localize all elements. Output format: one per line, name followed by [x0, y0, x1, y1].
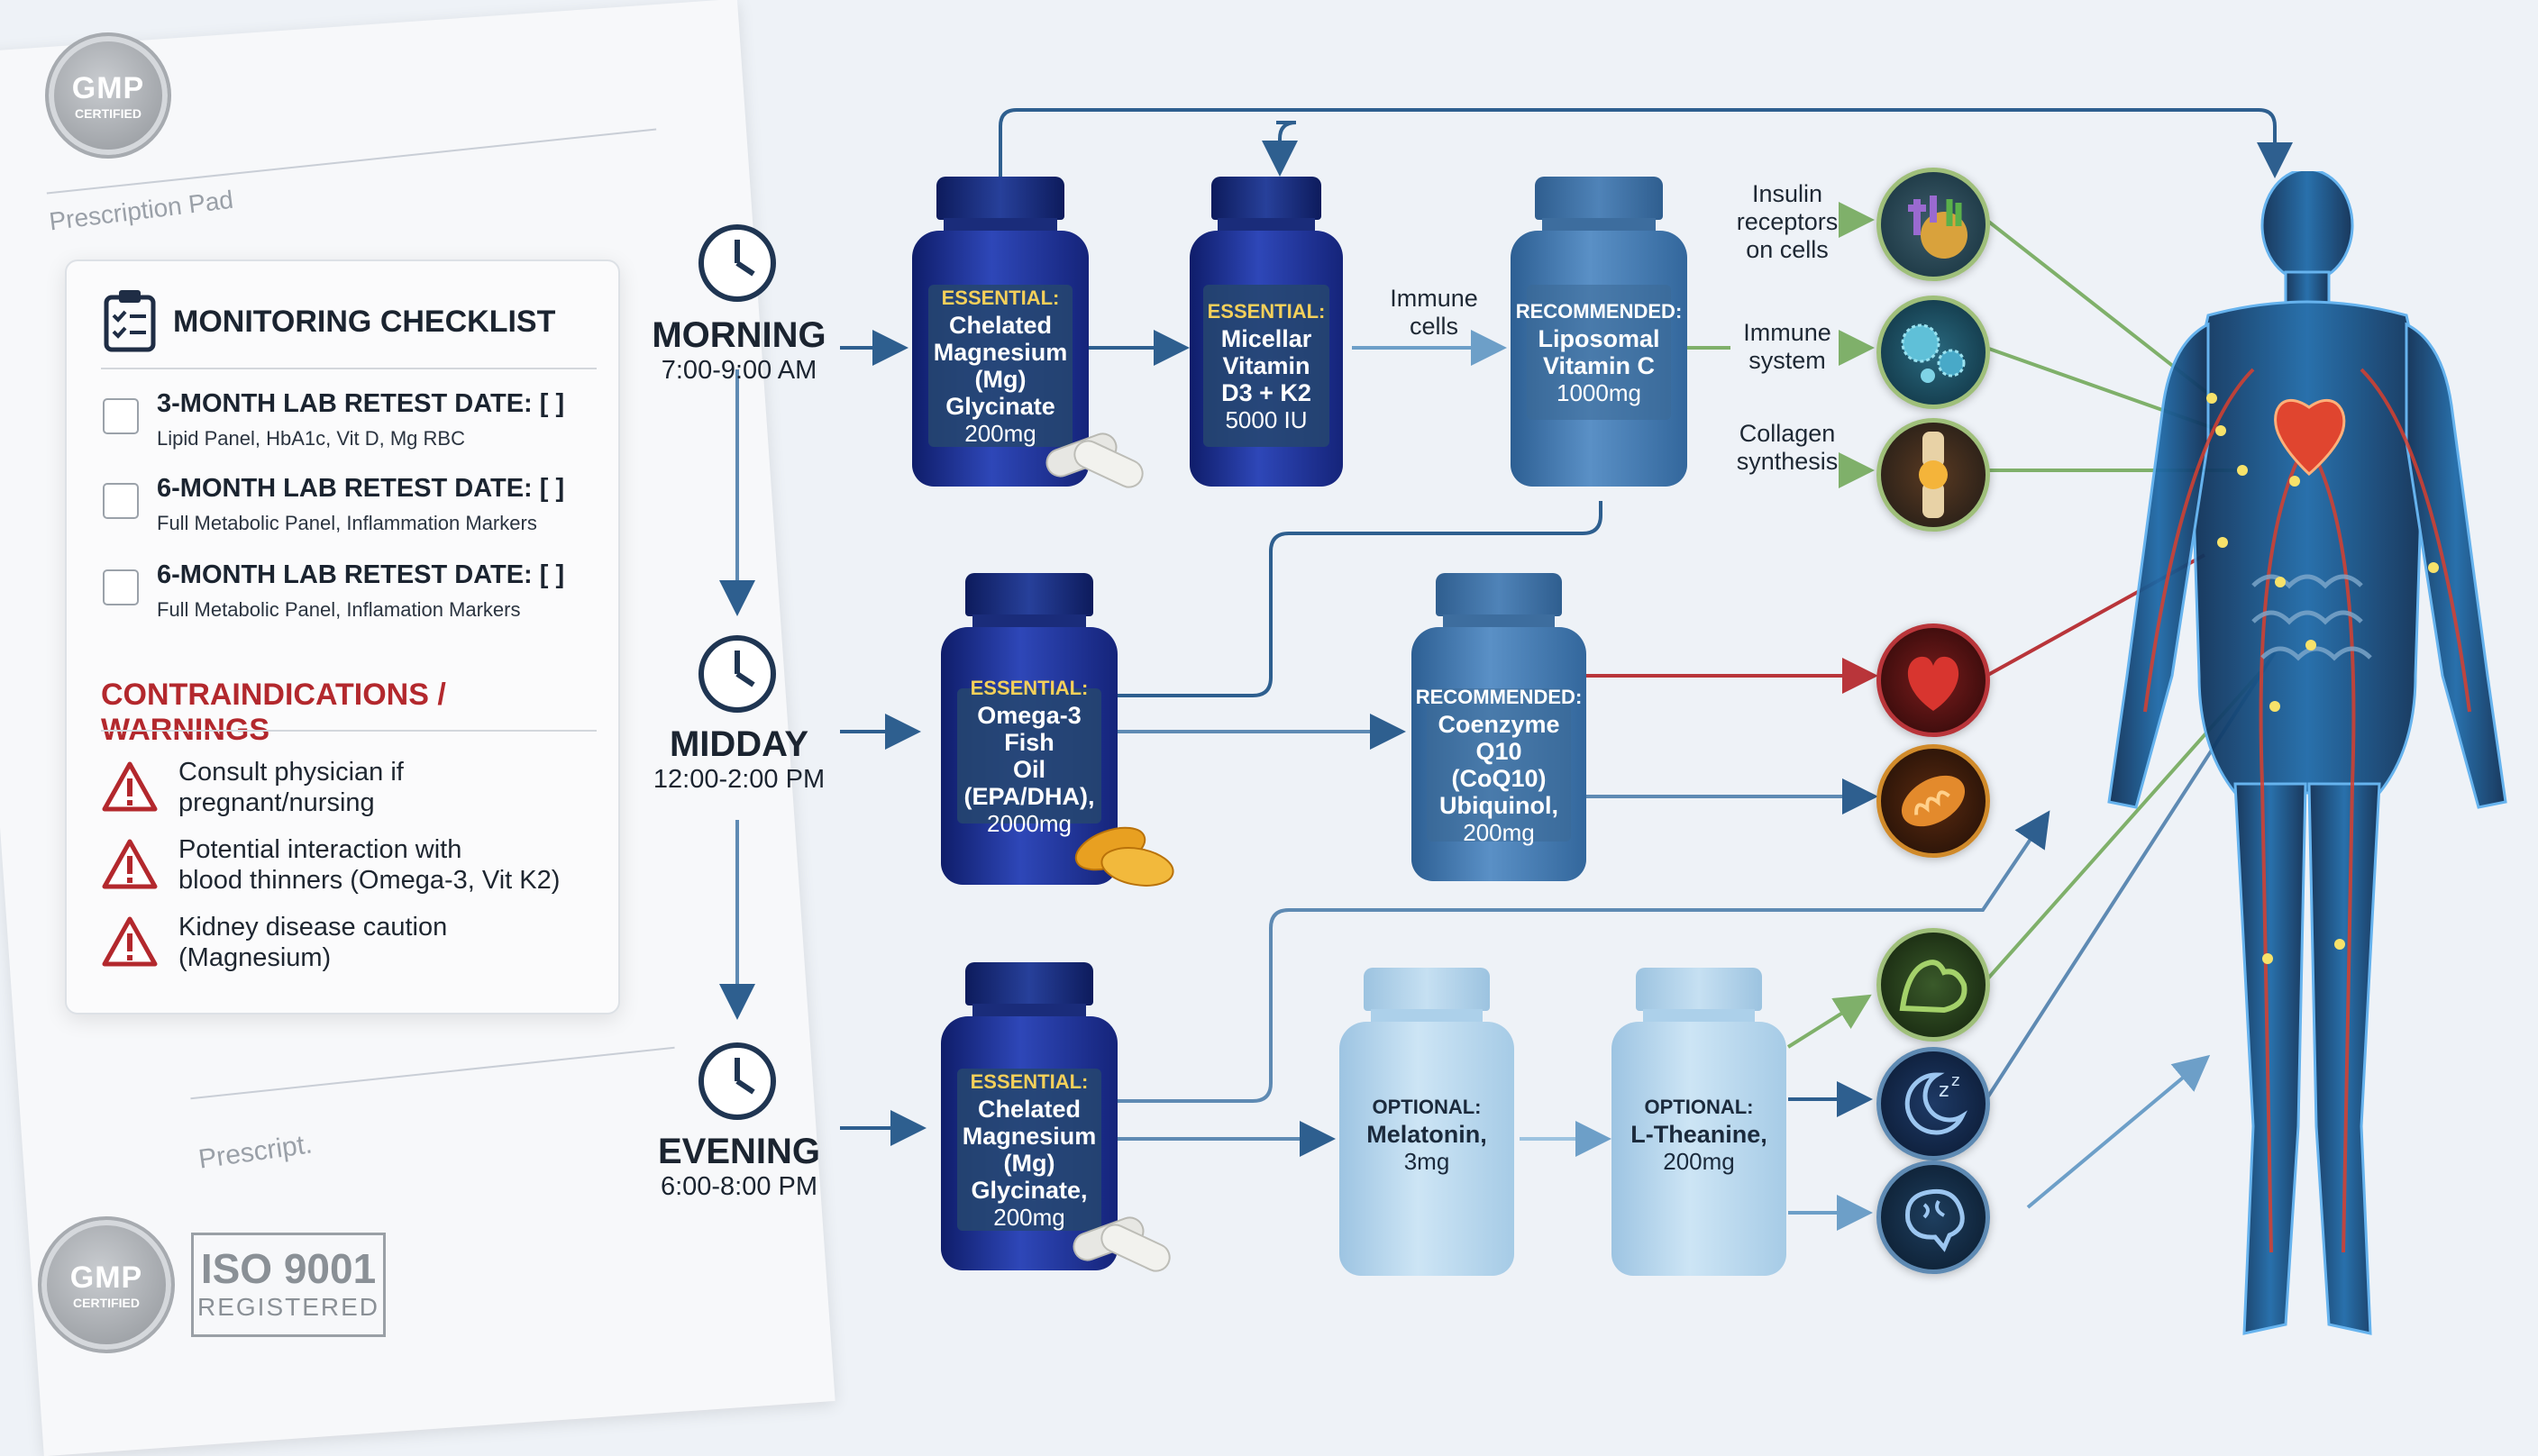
warning-text: Kidney disease caution (Magnesium) [178, 913, 448, 972]
time-morning: MORNING 7:00-9:00 AM [652, 315, 826, 385]
warning-triangle-icon [102, 916, 158, 967]
time-evening: EVENING 6:00-8:00 PM [657, 1132, 821, 1201]
warning-triangle-icon [102, 761, 158, 812]
svg-text:z: z [1939, 1079, 1949, 1102]
bottle-magnesium-morning[interactable]: ESSENTIAL: Chelated Magnesium (Mg) Glyci… [912, 177, 1089, 487]
mitochondria-icon [1876, 744, 1990, 858]
softgel-icon [1074, 826, 1174, 887]
divider [101, 730, 597, 732]
capsule-icon [1045, 432, 1144, 488]
heart-icon [1876, 623, 1990, 737]
iso-badge: ISO 9001 REGISTERED [191, 1233, 386, 1337]
divider [101, 368, 597, 369]
clock-icon [698, 1042, 776, 1120]
effect-immune-cells: Immune cells [1390, 285, 1478, 340]
checkbox-6-month-b[interactable] [103, 569, 139, 605]
checklist-item-sub: Full Metabolic Panel, Inflammation Marke… [157, 512, 537, 534]
bottle-coq10[interactable]: RECOMMENDED: Coenzyme Q10 (CoQ10) Ubiqui… [1411, 573, 1586, 881]
gmp-seal-top: GMP CERTIFIED [45, 32, 171, 159]
bottle-vitamin-c[interactable]: RECOMMENDED: Liposomal Vitamin C 1000mg [1511, 177, 1687, 487]
warning-triangle-icon [102, 839, 158, 889]
bottle-label: ESSENTIAL: Omega-3 Fish Oil (EPA/DHA), 2… [956, 677, 1102, 837]
immune-cells-icon [1876, 296, 1990, 409]
bottle-label: RECOMMENDED: Coenzyme Q10 (CoQ10) Ubiqui… [1415, 686, 1583, 846]
bottle-label: ESSENTIAL: Chelated Magnesium (Mg) Glyci… [927, 285, 1073, 447]
effect-insulin-receptors: Insulin receptors on cells [1736, 180, 1839, 263]
monitoring-card: MONITORING CHECKLIST 3-MONTH LAB RETEST … [65, 259, 620, 1015]
bottle-vitamin-d3-k2[interactable]: ESSENTIAL: Micellar Vitamin D3 + K2 5000… [1190, 177, 1343, 487]
warning-text: Potential interaction with blood thinner… [178, 835, 561, 895]
bottle-label: ESSENTIAL: Micellar Vitamin D3 + K2 5000… [1203, 285, 1329, 447]
knee-joint-icon [1876, 418, 1990, 532]
effect-collagen-synthesis: Collagen synthesis [1736, 420, 1839, 475]
effect-immune-system: Immune system [1743, 319, 1831, 374]
capsule-icon [1073, 1216, 1171, 1272]
human-body-figure [2107, 171, 2507, 1335]
time-midday: MIDDAY 12:00-2:00 PM [653, 724, 826, 794]
checklist-title: MONITORING CHECKLIST [173, 305, 556, 339]
svg-text:z: z [1951, 1071, 1959, 1090]
checkbox-6-month-a[interactable] [103, 483, 139, 519]
checklist-item-main: 6-MONTH LAB RETEST DATE: [ ] [157, 560, 565, 589]
checkbox-3-month[interactable] [103, 398, 139, 434]
bottle-label: OPTIONAL: Melatonin, 3mg [1366, 1096, 1487, 1175]
bottle-label: OPTIONAL: L-Theanine, 200mg [1630, 1096, 1767, 1175]
checklist-item-main: 3-MONTH LAB RETEST DATE: [ ] [157, 389, 565, 418]
gmp-seal-bottom: GMP CERTIFIED [38, 1216, 175, 1353]
bottle-omega-3[interactable]: ESSENTIAL: Omega-3 Fish Oil (EPA/DHA), 2… [941, 573, 1118, 885]
checklist-item-sub: Full Metabolic Panel, Inflamation Marker… [157, 598, 521, 621]
warning-text: Consult physician if pregnant/nursing [178, 758, 404, 817]
bottle-melatonin[interactable]: OPTIONAL: Melatonin, 3mg [1339, 968, 1514, 1276]
clipboard-icon [104, 290, 156, 352]
bottle-l-theanine[interactable]: OPTIONAL: L-Theanine, 200mg [1611, 968, 1786, 1276]
clock-icon [698, 635, 776, 713]
insulin-receptor-icon [1876, 168, 1990, 281]
clock-icon [698, 224, 776, 302]
brain-icon [1876, 1160, 1990, 1274]
bottle-label: ESSENTIAL: Chelated Magnesium (Mg) Glyci… [956, 1069, 1102, 1231]
muscle-arm-icon [1876, 928, 1990, 1042]
checklist-item-main: 6-MONTH LAB RETEST DATE: [ ] [157, 474, 565, 503]
bottle-label: RECOMMENDED: Liposomal Vitamin C 1000mg [1516, 285, 1682, 420]
checklist-item-sub: Lipid Panel, HbA1c, Vit D, Mg RBC [157, 427, 465, 450]
bottle-magnesium-evening[interactable]: ESSENTIAL: Chelated Magnesium (Mg) Glyci… [941, 962, 1118, 1270]
